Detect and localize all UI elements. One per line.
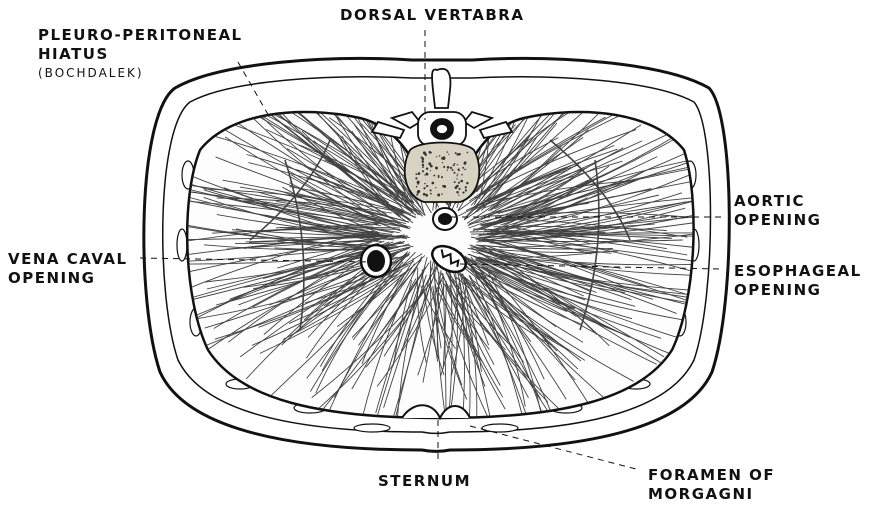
marrow-dot [462, 192, 464, 194]
marrow-dot [464, 162, 467, 165]
marrow-dot [430, 193, 432, 195]
marrow-dot [438, 177, 439, 178]
marrow-dot [453, 172, 455, 174]
marrow-dot [458, 195, 459, 196]
marrow-dot [458, 170, 460, 172]
marrow-dot [433, 175, 435, 177]
marrow-dot [425, 194, 428, 197]
marrow-dot [416, 186, 418, 188]
label-sternum-text: STERNUM [378, 472, 471, 491]
marrow-dot [415, 173, 417, 175]
label-vena-line2: OPENING [8, 269, 128, 288]
label-vena-caval-opening: VENA CAVAL OPENING [8, 250, 128, 288]
marrow-dot [424, 174, 425, 175]
marrow-dot [439, 155, 441, 157]
marrow-dot [422, 160, 424, 162]
label-vena-line1: VENA CAVAL [8, 250, 128, 269]
label-foramen-line2: MORGAGNI [648, 485, 775, 504]
marrow-dot [441, 193, 442, 194]
marrow-dot [435, 187, 436, 188]
marrow-dot [437, 194, 440, 197]
label-foramen-of-morgagni: FORAMEN OF MORGAGNI [648, 466, 775, 504]
marrow-dot [457, 164, 458, 165]
marrow-dot [417, 192, 419, 194]
marrow-dot [461, 174, 463, 176]
label-dorsal-vertabra-text: DORSAL VERTABRA [340, 6, 524, 25]
marrow-dot [448, 154, 449, 155]
marrow-dot [447, 166, 450, 169]
marrow-dot [430, 152, 432, 154]
marrow-dot [457, 153, 459, 155]
marrow-dot [431, 182, 434, 185]
label-aortic-line1: AORTIC [734, 192, 822, 211]
marrow-dot [424, 183, 425, 184]
marrow-dot [452, 169, 454, 171]
marrow-dot [425, 154, 427, 156]
label-esoph-line2: OPENING [734, 281, 862, 300]
marrow-dot [423, 187, 425, 189]
label-esoph-line1: ESOPHAGEAL [734, 262, 862, 281]
marrow-dot [456, 178, 457, 179]
marrow-dot [426, 168, 428, 170]
marrow-dot [415, 177, 417, 179]
marrow-dot [425, 173, 428, 176]
marrow-dot [442, 162, 443, 163]
marrow-dot [454, 163, 456, 165]
label-esophageal-opening: ESOPHAGEAL OPENING [734, 262, 862, 300]
marrow-dot [457, 173, 458, 174]
marrow-dot [464, 169, 466, 171]
marrow-dot [422, 164, 424, 166]
marrow-dot [444, 156, 446, 158]
marrow-dot [422, 166, 424, 168]
marrow-dot [460, 180, 463, 183]
vertebral-body [405, 143, 480, 203]
marrow-dot [447, 169, 448, 170]
marrow-dot [430, 189, 432, 191]
marrow-dot [442, 185, 444, 187]
marrow-dot [423, 193, 426, 196]
marrow-dot [450, 167, 452, 169]
marrow-dot [466, 182, 468, 184]
marrow-dot [456, 191, 459, 194]
label-pleuro-peritoneal-hiatus: PLEURO-PERITONEAL HIATUS (BOCHDALEK) [38, 26, 243, 83]
marrow-dot [421, 156, 423, 158]
label-sternum: STERNUM [378, 472, 471, 491]
label-pleuro-line1: PLEURO-PERITONEAL [38, 26, 243, 45]
marrow-dot [453, 164, 455, 166]
marrow-dot [436, 156, 437, 157]
marrow-dot [443, 166, 445, 168]
marrow-dot [423, 151, 426, 154]
marrow-dot [417, 183, 419, 185]
label-pleuro-line2: HIATUS [38, 45, 243, 64]
marrow-dot [428, 162, 431, 165]
marrow-dot [426, 185, 428, 187]
label-pleuro-line3: (BOCHDALEK) [38, 64, 243, 83]
marrow-dot [455, 152, 457, 154]
label-aortic-opening: AORTIC OPENING [734, 192, 822, 230]
marrow-dot [465, 186, 467, 188]
label-dorsal-vertabra: DORSAL VERTABRA [340, 6, 524, 25]
marrow-dot [458, 182, 460, 184]
marrow-dot [430, 170, 431, 171]
marrow-dot [465, 189, 467, 191]
marrow-dot [456, 185, 459, 188]
marrow-dot [422, 170, 424, 172]
marrow-dot [456, 175, 457, 176]
marrow-dot [418, 172, 421, 175]
marrow-dot [441, 176, 443, 178]
label-aortic-line2: OPENING [734, 211, 822, 230]
marrow-dot [454, 181, 456, 183]
marrow-dot [441, 157, 444, 160]
marrow-dot [416, 194, 418, 196]
marrow-dot [435, 167, 438, 170]
marrow-dot [467, 152, 469, 154]
marrow-dot [446, 151, 448, 153]
marrow-dot [438, 175, 440, 177]
label-foramen-line1: FORAMEN OF [648, 466, 775, 485]
marrow-dot [459, 188, 461, 190]
marrow-dot [462, 167, 464, 169]
